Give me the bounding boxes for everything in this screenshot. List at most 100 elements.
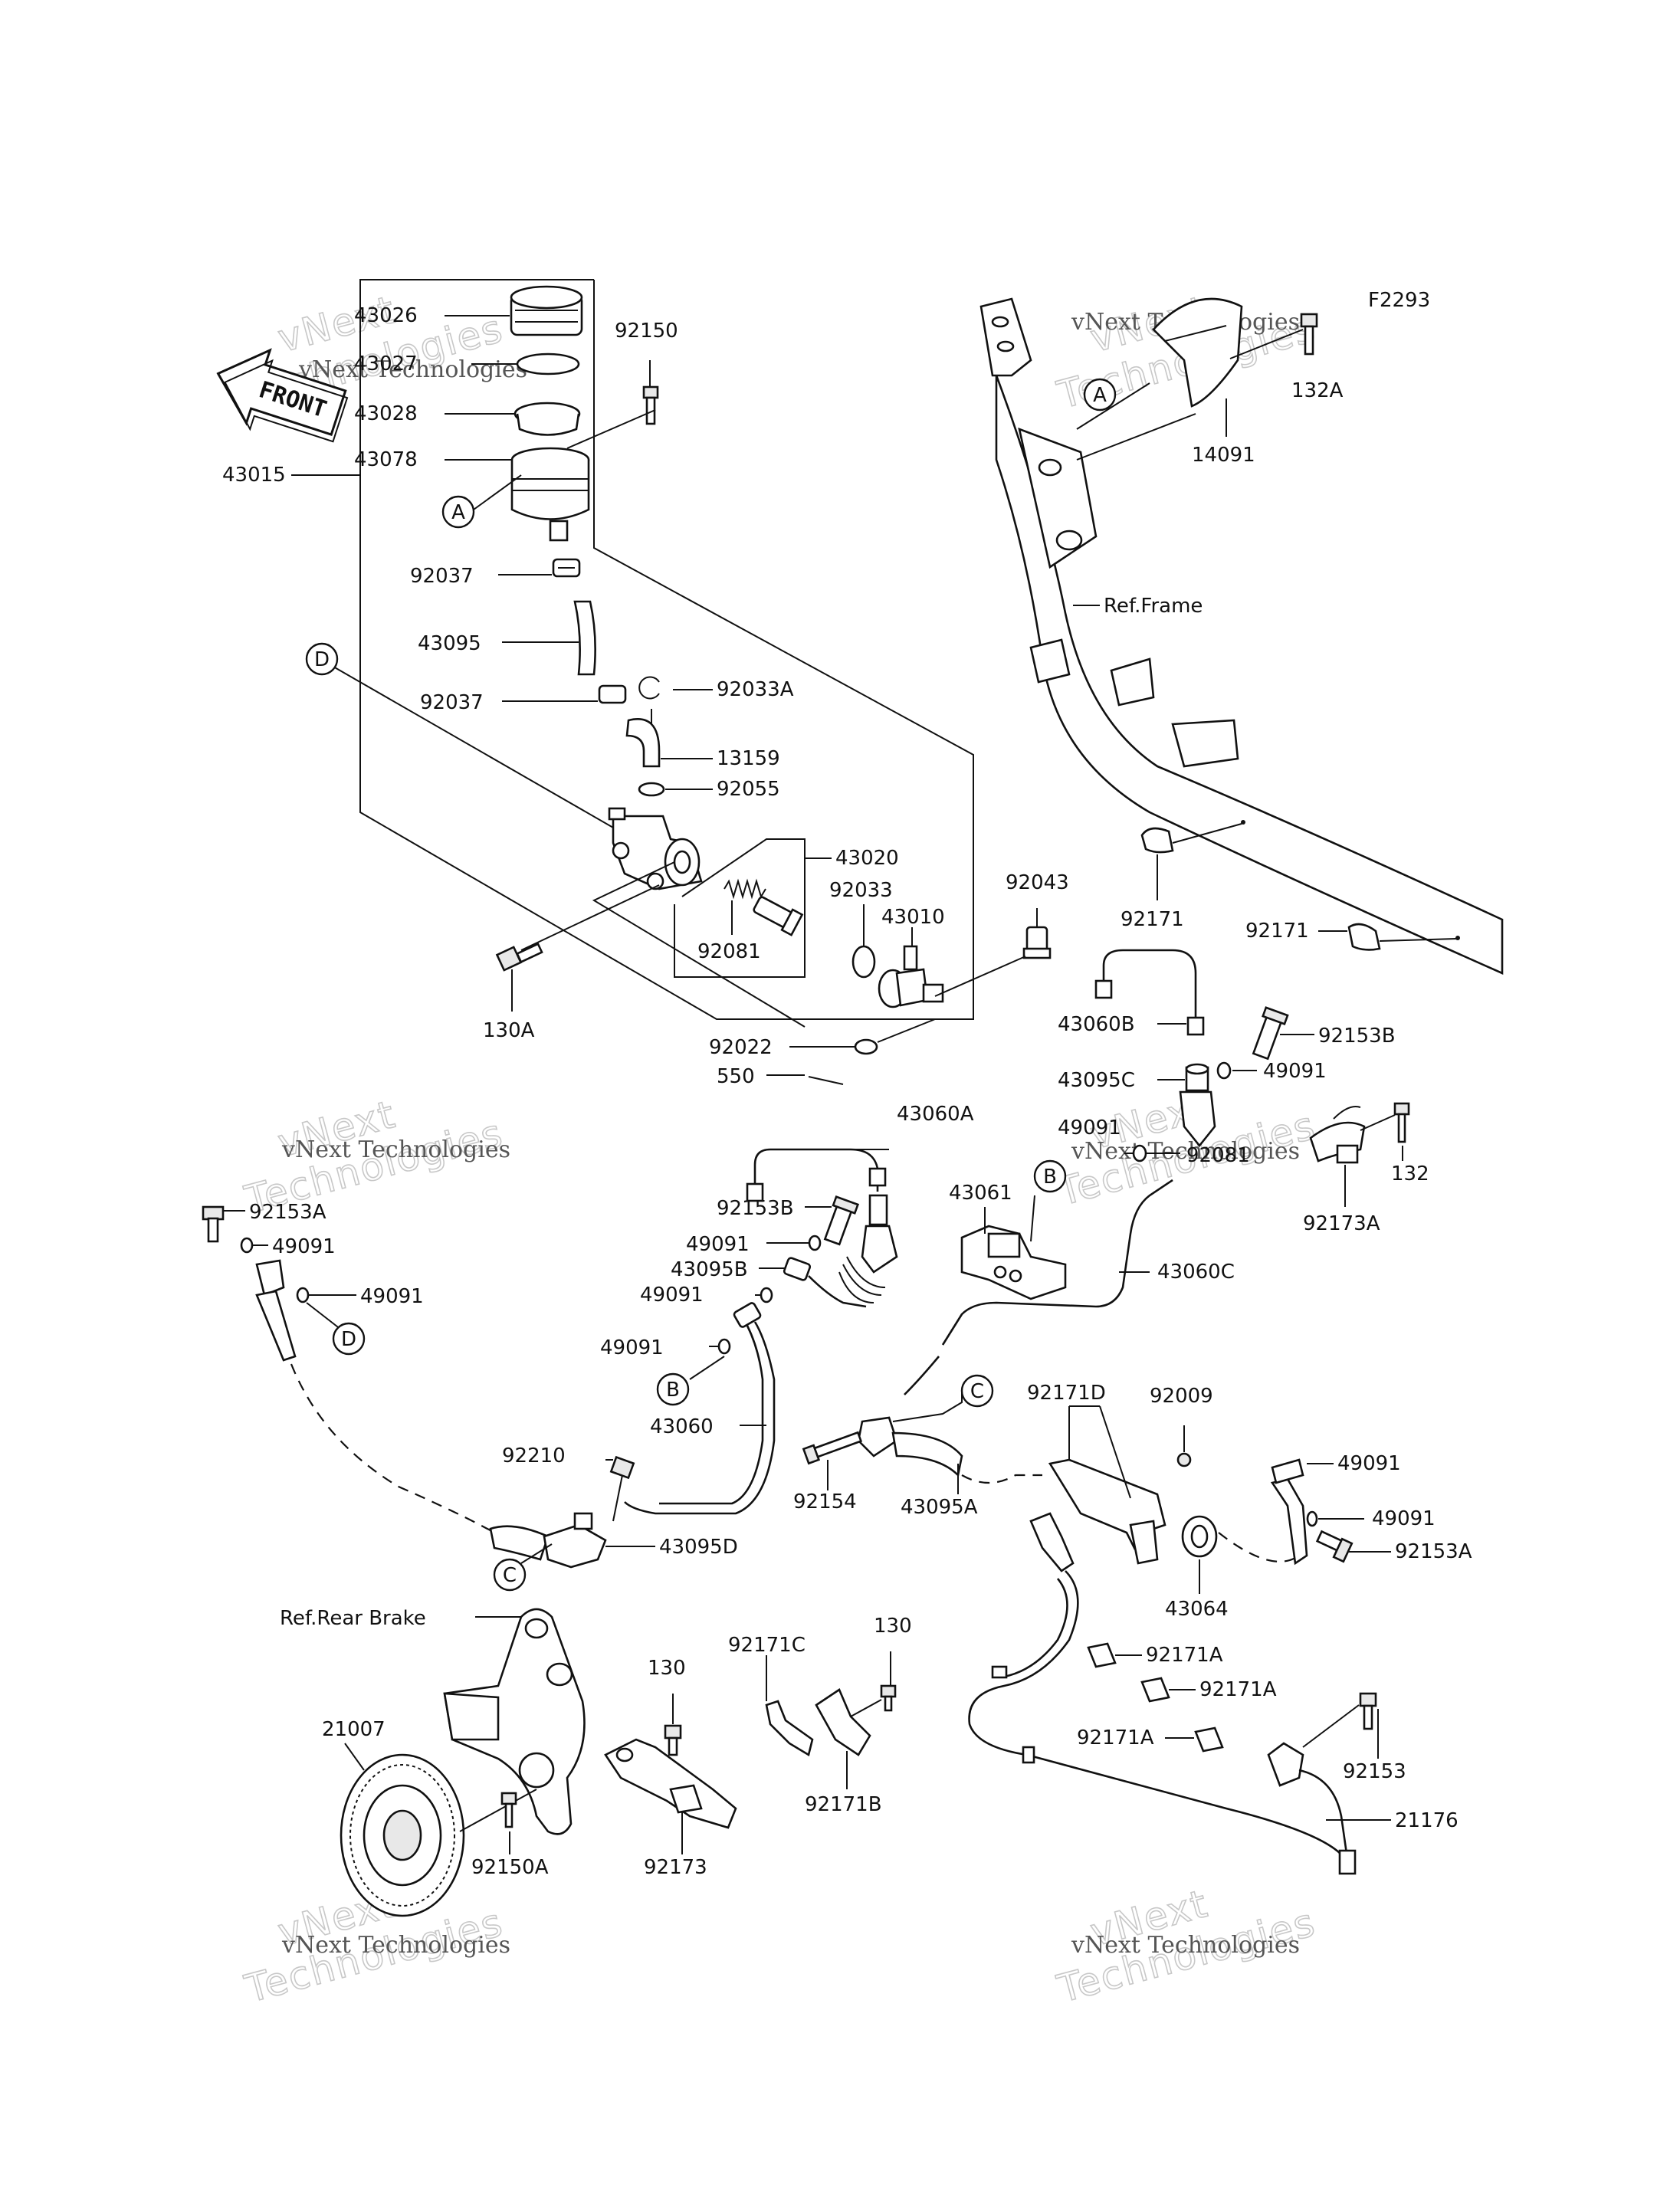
part-label: 130A [483,1019,535,1042]
part-label: 43095C [1058,1069,1135,1092]
clip-92171a-3 [1194,1726,1224,1753]
part-label: 92009 [1150,1385,1213,1408]
part-label: 92055 [717,778,780,801]
washer [854,1038,878,1055]
washer-49091-c1 [808,1235,822,1251]
part-label: 49091 [686,1233,750,1256]
part-label: 43078 [354,448,418,471]
cotter-pin [808,1076,844,1085]
part-label: 43026 [354,304,418,327]
washer-49091-c2 [760,1287,773,1303]
bolt-92150a [500,1792,517,1828]
part-label: 43060B [1058,1013,1135,1036]
part-label: 92154 [793,1490,857,1513]
part-label: 92171 [1121,908,1184,931]
part-label: 43064 [1165,1598,1229,1621]
part-label: 92173 [644,1856,707,1879]
bracket-92171d [1048,1458,1166,1565]
part-label: 92150 [615,320,678,343]
part-label: 92037 [420,691,484,714]
watermark-text: vNext Technologies [281,1136,510,1163]
ref-circle-a-label: A [451,501,465,524]
watermark-text: vNext Technologies [1071,1932,1300,1959]
ref-circle-b [656,1372,690,1406]
rear-brake-caliper-bracket [443,1608,586,1835]
part-label: 13159 [717,747,780,770]
brake-joint-43095b [838,1194,898,1303]
brake-pipe-43060a [753,1148,879,1192]
part-label: 43095D [659,1536,738,1559]
part-label: 43020 [835,847,899,870]
part-label: 130 [648,1657,686,1680]
part-label: 43095A [901,1496,978,1519]
part-label: 92153 [1343,1760,1406,1783]
reservoir-cap [510,285,583,336]
ref-circle-d-hose-label: D [341,1328,356,1351]
piston [753,896,804,936]
fitting-43095b [783,1257,812,1281]
circlip [851,945,876,979]
washer-49091-l1 [240,1237,254,1254]
ref-circle-a-frame [1083,378,1117,412]
part-label: 92153A [1395,1540,1472,1563]
part-label: 43060 [650,1415,714,1438]
part-label: 21176 [1395,1809,1459,1832]
cable-route-dashed [961,1474,1042,1484]
brake-hose-right [1270,1477,1308,1566]
part-label: 49091 [1058,1117,1121,1139]
frame-guard [1152,297,1243,408]
clamp-92171b [815,1688,871,1756]
abs-sensor-rotor [340,1753,465,1917]
ref-frame-label: Ref.Frame [1104,595,1203,618]
part-label: 130 [874,1615,912,1638]
part-label: 92081 [697,940,761,963]
part-label: 49091 [1372,1507,1436,1530]
clip-92171-b [1347,923,1381,951]
bolt-130a [495,943,543,972]
ref-circle-c-lower [493,1558,527,1592]
clip-92171a-2 [1140,1677,1170,1703]
part-label: 92022 [709,1036,773,1059]
master-cylinder-body [608,807,703,890]
brake-joint-43095d [489,1512,607,1569]
part-label: 49091 [640,1284,704,1307]
part-label: 132A [1291,379,1344,402]
part-label: 43027 [354,353,418,375]
part-label: 49091 [1263,1060,1327,1083]
part-label: 92171C [728,1634,806,1657]
elbow-fitting [625,718,661,768]
part-labels: 43026 43027 43028 43078 43015 92150 9203… [222,304,1472,1879]
part-label: 49091 [1337,1452,1401,1475]
grommet-43064 [1181,1515,1218,1558]
part-label: 132 [1391,1162,1429,1185]
part-label: 92171D [1027,1382,1106,1405]
washer-49091 [1216,1061,1232,1080]
hose-clamp-92037-b [598,684,627,704]
part-label: 92033A [717,678,794,701]
part-label: 92037 [410,565,474,588]
washer-49091-b [1132,1144,1147,1162]
snap-ring [638,676,660,700]
watermark-text: vNext Technologies [298,356,527,383]
frame-tube [979,297,1504,976]
bracket-92173a [1309,1106,1366,1164]
part-label: 92153B [1318,1025,1396,1048]
ref-circle-d-label: D [314,648,330,671]
ref-circle-b-label: B [666,1379,680,1402]
part-label: 49091 [360,1285,424,1308]
ref-circle-a [441,495,475,529]
ref-circle-c-lower-label: C [503,1564,517,1587]
banjo-bolt-92153a-right [1315,1530,1354,1563]
ref-circle-d [305,642,339,676]
part-label: 92153B [717,1197,794,1220]
brake-pipe-43060b [1102,949,1197,1019]
part-label: 92153A [249,1201,326,1224]
part-label: 92171A [1146,1644,1223,1667]
spring [724,878,766,900]
banjo-bolt-92153a-left [202,1205,225,1243]
part-label: 43010 [881,906,945,929]
ref-rear-brake-label: Ref.Rear Brake [280,1607,426,1630]
part-label: 43015 [222,464,286,487]
washer-49091-rr2 [1306,1510,1318,1527]
